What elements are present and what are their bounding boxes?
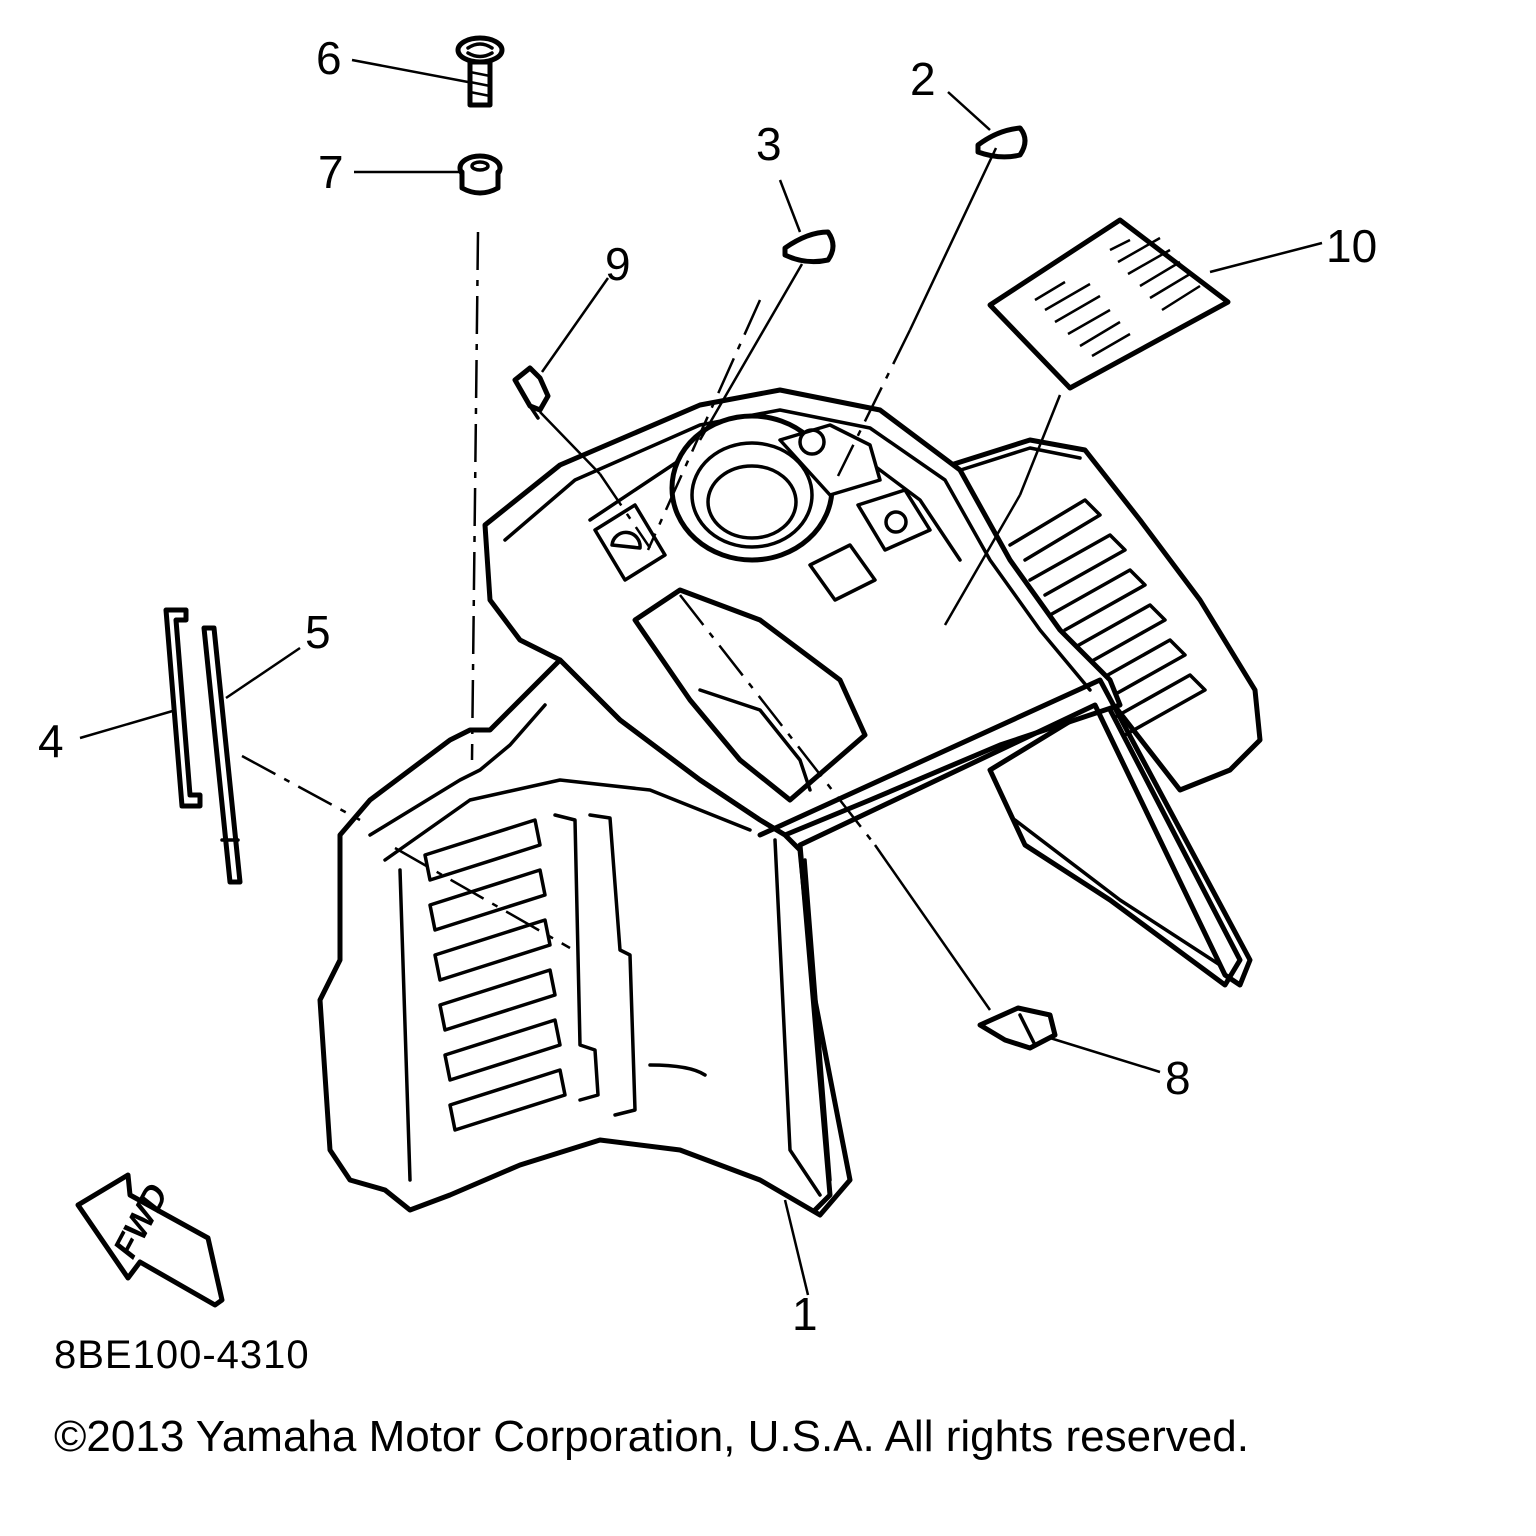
callout-2: 2 xyxy=(910,53,936,105)
part-8-clip xyxy=(977,1005,1058,1051)
callout-6: 6 xyxy=(316,32,342,84)
part-5-strip xyxy=(201,625,243,885)
callout-9: 9 xyxy=(605,238,631,290)
fwd-arrow: FWD xyxy=(75,1172,225,1308)
part-1-cover xyxy=(317,387,1263,1218)
part-4-strip xyxy=(163,607,203,809)
part-2-grommet xyxy=(975,125,1028,160)
part-9-pin xyxy=(512,365,551,420)
callout-1: 1 xyxy=(792,1288,818,1340)
diagram-code: 8BE100-4310 xyxy=(54,1333,310,1377)
callout-3: 3 xyxy=(756,118,782,170)
callout-7: 7 xyxy=(318,146,344,198)
copyright-notice: ©2013 Yamaha Motor Corporation, U.S.A. A… xyxy=(54,1412,1249,1461)
part-10-label xyxy=(987,217,1231,391)
callout-8: 8 xyxy=(1165,1052,1191,1104)
callout-4: 4 xyxy=(38,715,64,767)
callout-5: 5 xyxy=(305,606,331,658)
part-7-grommet xyxy=(457,153,503,196)
leader-lines xyxy=(79,58,1323,1296)
part-3-grommet xyxy=(782,229,836,265)
callout-10: 10 xyxy=(1326,220,1377,272)
part-6-screw xyxy=(455,35,505,108)
callout-labels: 1 2 3 4 5 6 7 8 9 10 xyxy=(38,32,1377,1340)
